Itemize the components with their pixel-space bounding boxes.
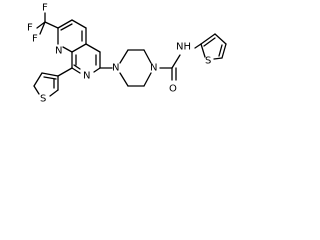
- atom-n-ring-upper: N: [55, 46, 62, 57]
- atom-s-thiophene-right: S: [205, 56, 211, 67]
- bond-thio-l3: [33, 85, 40, 95]
- atom-nh-amide: NH: [176, 42, 191, 53]
- bond-ring-b1: [85, 43, 101, 53]
- bond-pip-6: [119, 72, 129, 87]
- bond-c-nh: [171, 54, 181, 69]
- bond-ring-b4-double: [73, 64, 81, 70]
- bond-c-f-left: [36, 21, 46, 29]
- bond-thio-r2: [214, 33, 227, 45]
- bond-thio-l1: [41, 72, 59, 77]
- chemical-structure-diagram: F F F N N S N N O NH S: [27, 3, 227, 105]
- bond-ring-b4: [71, 67, 81, 74]
- bond-thio-r4: [213, 57, 223, 60]
- atom-f-top: F: [42, 3, 48, 14]
- bond-pip-4: [143, 72, 152, 87]
- bond-ring-a1-double: [60, 23, 73, 31]
- bond-ring-a1: [57, 19, 73, 29]
- bond-c-f-bottom: [39, 21, 46, 35]
- bond-thio-r3-double: [218, 44, 223, 57]
- atom-o-carbonyl: O: [169, 84, 177, 95]
- bond-thio-r1-double: [203, 37, 216, 47]
- bond-thio-l2: [33, 72, 43, 87]
- atom-s-thiophene-left: S: [40, 94, 46, 105]
- bond-nh-thiophene: [194, 43, 202, 49]
- bond-ring-b3: [93, 67, 101, 73]
- bond-thio-l4: [49, 89, 59, 97]
- bond-thio-r1: [200, 33, 216, 45]
- bond-ring-a5: [62, 46, 73, 53]
- atom-f-bottom: F: [32, 34, 38, 45]
- atom-label-layer: F F F N N S N N O NH S: [27, 3, 211, 105]
- bond-pip-3: [143, 49, 152, 64]
- bond-thio-r3: [221, 43, 227, 59]
- atom-n-ring-lower: N: [83, 71, 90, 82]
- bond-pip-1: [119, 49, 129, 64]
- bond-thio-r5: [200, 43, 206, 58]
- atom-n-piperazine-1: N: [112, 63, 119, 74]
- bond-layer: [33, 12, 227, 97]
- bond-ring-to-thiophene: [57, 67, 73, 77]
- bond-ring-a2: [71, 19, 87, 29]
- atom-n-piperazine-4: N: [150, 63, 157, 74]
- bond-ring-a4: [71, 43, 87, 53]
- bond-cf3-ring: [44, 21, 59, 29]
- atom-f-left: F: [27, 23, 33, 34]
